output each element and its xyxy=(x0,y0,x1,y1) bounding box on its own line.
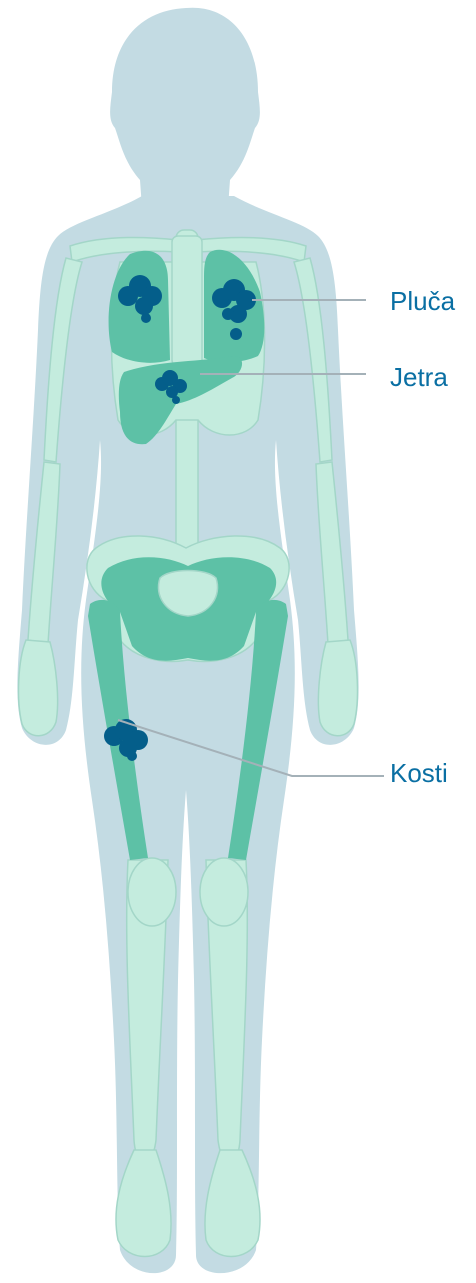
left-kneecap xyxy=(128,858,176,926)
right-kneecap xyxy=(200,858,248,926)
label-pluca: Pluča xyxy=(390,286,455,316)
head-shape xyxy=(110,8,260,208)
right-hand xyxy=(318,640,357,736)
label-jetra: Jetra xyxy=(390,362,448,392)
label-kosti: Kosti xyxy=(390,758,448,788)
left-hand xyxy=(19,640,58,736)
sternum xyxy=(172,236,202,366)
